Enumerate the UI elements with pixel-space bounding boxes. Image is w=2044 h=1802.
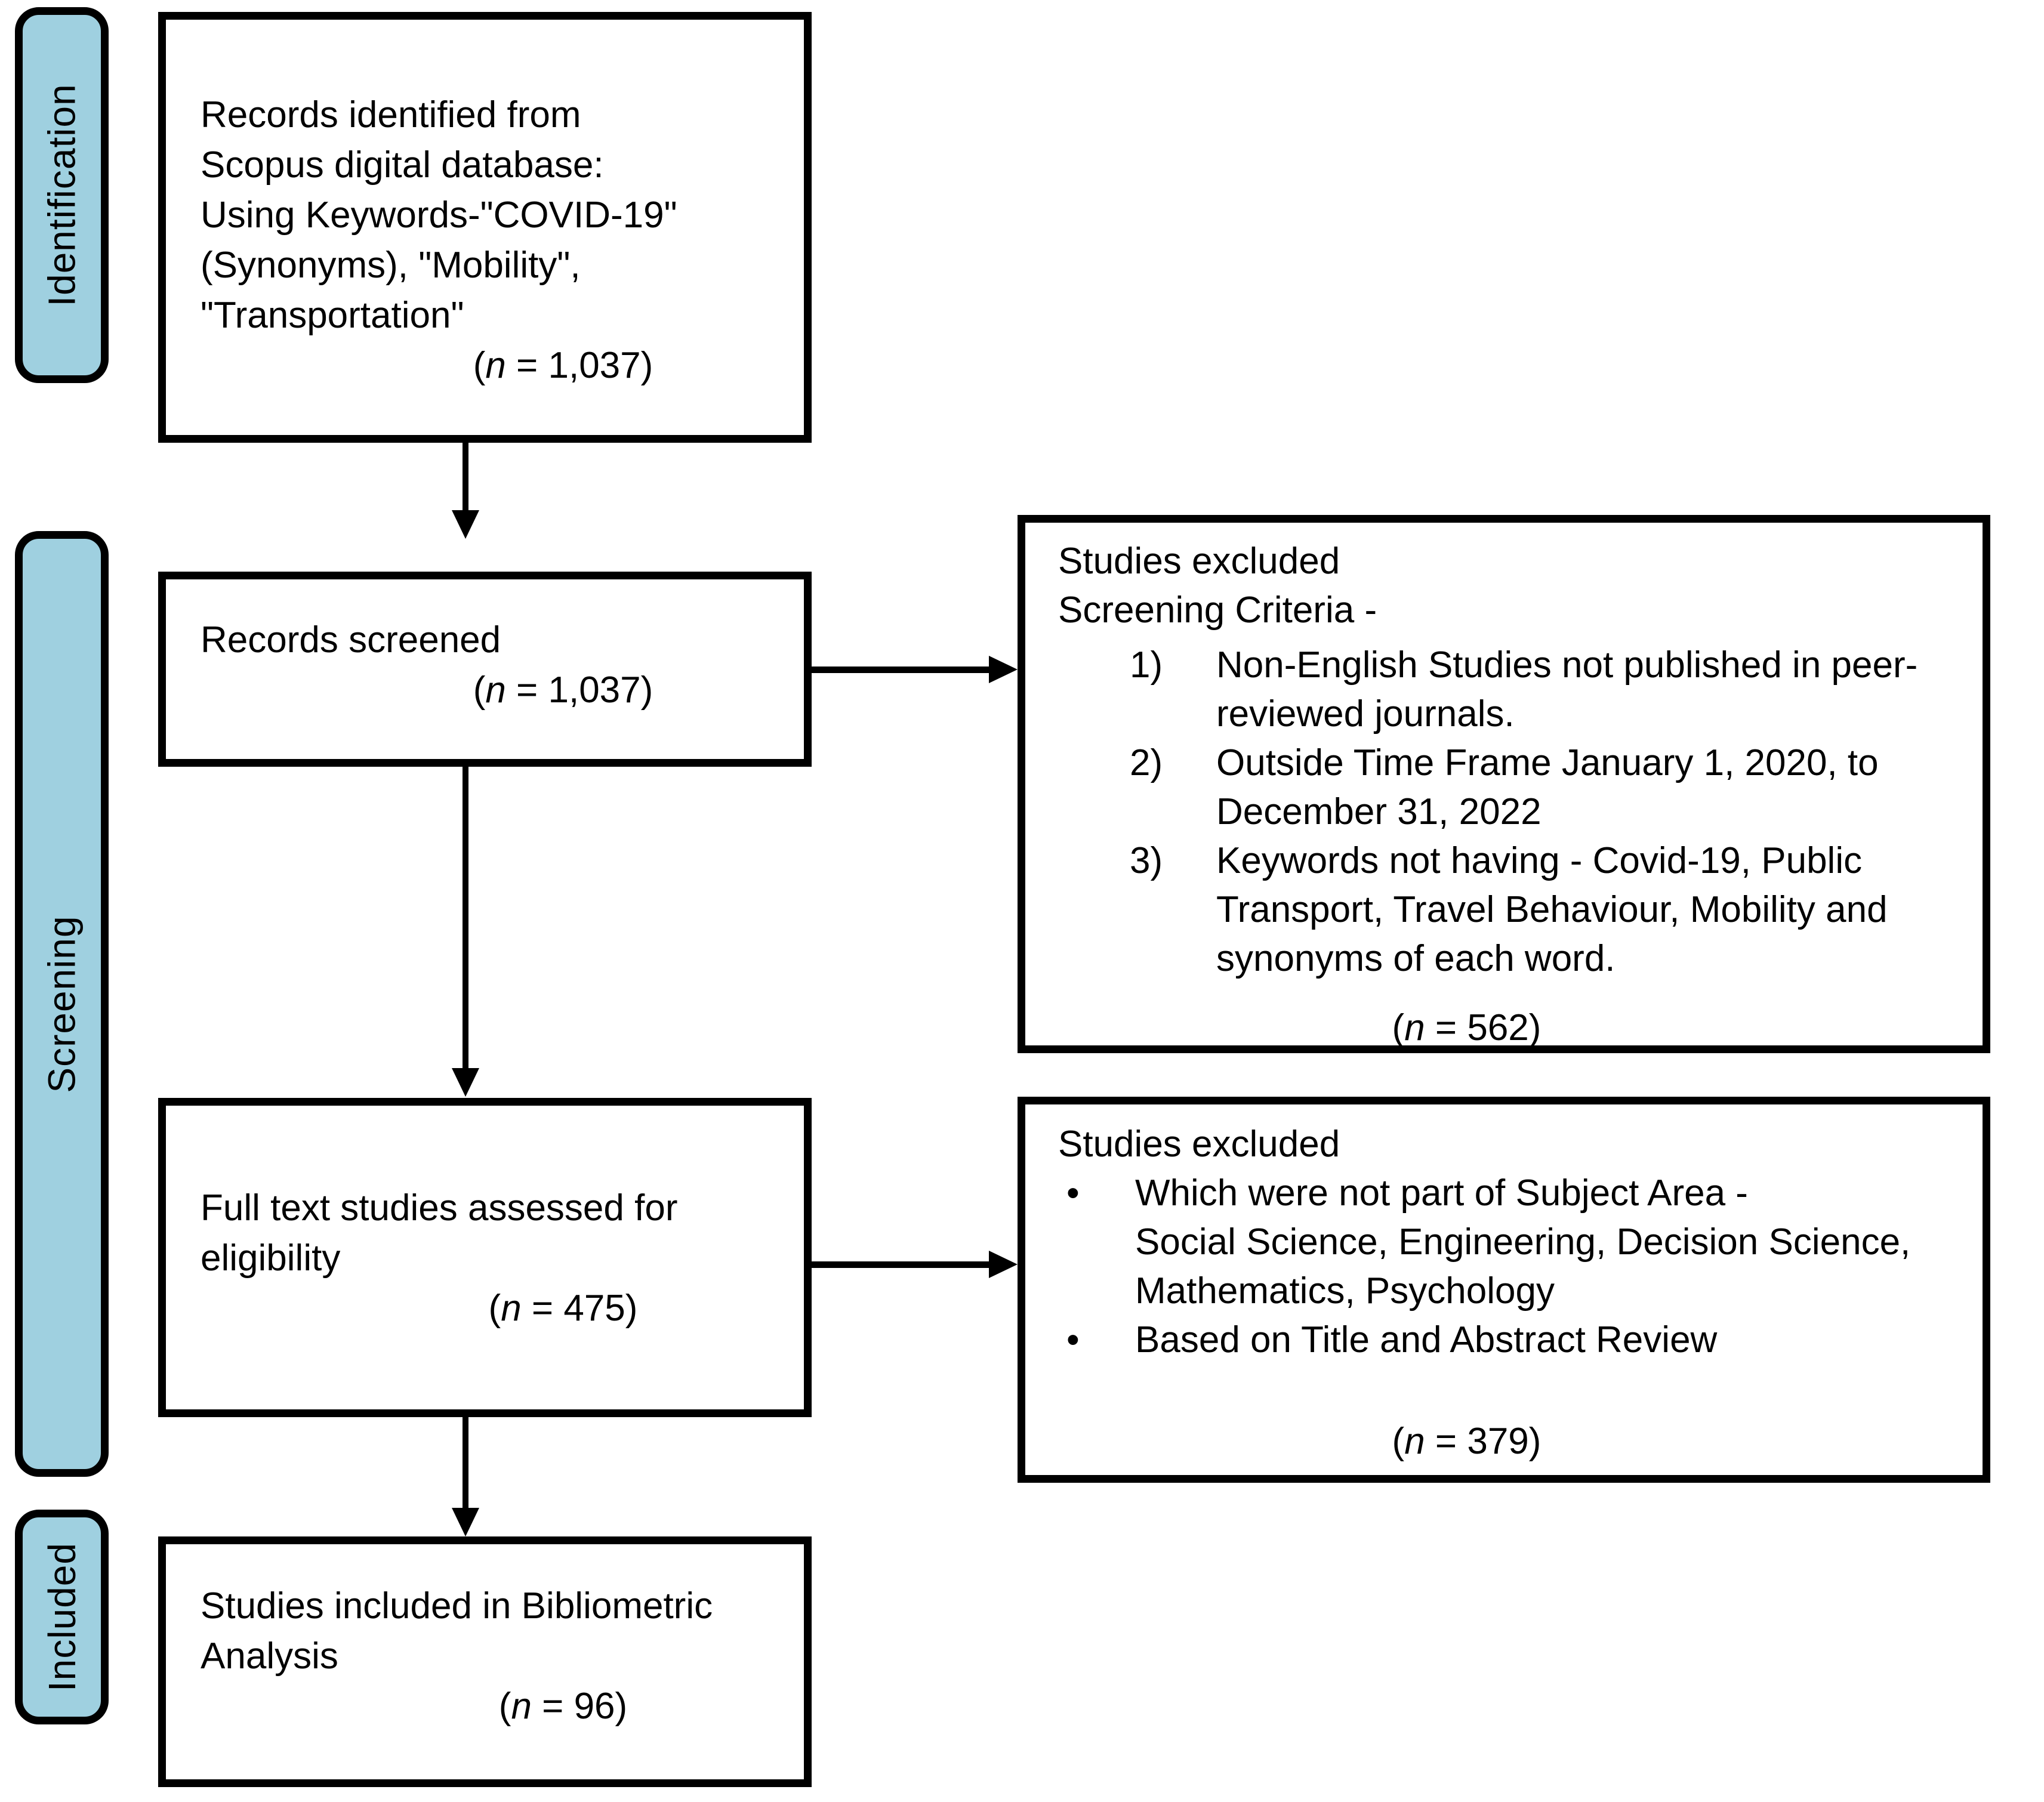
arrowhead-down-icon bbox=[452, 1068, 479, 1097]
text-line: reviewed journals. bbox=[1216, 693, 1515, 735]
list-item-text: Keywords not having - Covid-19, Public T… bbox=[1216, 837, 1959, 983]
text-line: Full text studies assessed for bbox=[201, 1187, 678, 1229]
excluded-title: Studies excluded bbox=[1058, 541, 1340, 582]
count-label: (n = 562) bbox=[1392, 1007, 1542, 1048]
text-line: December 31, 2022 bbox=[1216, 791, 1542, 832]
text-line: (Synonyms), "Mobility", bbox=[201, 245, 581, 286]
excluded-title: Studies excluded bbox=[1058, 1124, 1340, 1165]
list-item: • Based on Title and Abstract Review bbox=[1058, 1316, 1959, 1365]
count-label: (n = 1,037) bbox=[473, 345, 653, 386]
box-full-text-assessed: Full text studies assessed for eligibili… bbox=[158, 1098, 812, 1417]
arrow-screened-to-excluded-line bbox=[812, 667, 991, 673]
list-item-text: Outside Time Frame January 1, 2020, to D… bbox=[1216, 739, 1959, 837]
excluded-criteria-list: 1) Non-English Studies not published in … bbox=[1130, 641, 1959, 983]
count-label: (n = 96) bbox=[498, 1686, 628, 1727]
box-records-screened: Records screened (n = 1,037) bbox=[158, 572, 812, 767]
text-line: Transport, Travel Behaviour, Mobility an… bbox=[1216, 889, 1888, 930]
arrow-fulltext-to-excluded-line bbox=[812, 1261, 991, 1268]
text-line: Non-English Studies not published in pee… bbox=[1216, 644, 1918, 686]
arrowhead-right-icon bbox=[989, 656, 1018, 683]
arrow-screened-to-fulltext-line bbox=[463, 767, 468, 1069]
arrowhead-down-icon bbox=[452, 510, 479, 539]
box-excluded-eligibility: Studies excluded • Which were not part o… bbox=[1018, 1097, 1990, 1483]
text-line: Mathematics, Psychology bbox=[1135, 1270, 1555, 1312]
list-item-text: Based on Title and Abstract Review bbox=[1135, 1316, 1959, 1365]
text-line: Scopus digital database: bbox=[201, 144, 604, 186]
text-line: Records identified from bbox=[201, 94, 581, 135]
arrow-fulltext-to-included-line bbox=[463, 1417, 468, 1510]
arrowhead-down-icon bbox=[452, 1508, 479, 1536]
excluded-subtitle: Screening Criteria - bbox=[1058, 590, 1377, 631]
box-records-identified: Records identified from Scopus digital d… bbox=[158, 12, 812, 443]
arrowhead-right-icon bbox=[989, 1251, 1018, 1278]
text-line: synonyms of each word. bbox=[1216, 938, 1616, 979]
count-label: (n = 475) bbox=[488, 1288, 638, 1329]
text-line: Records screened bbox=[201, 619, 501, 661]
text-line: eligibility bbox=[201, 1238, 341, 1279]
stage-label-identification: Identification bbox=[15, 7, 109, 383]
list-item-number: 3) bbox=[1130, 840, 1163, 881]
list-item: 3) Keywords not having - Covid-19, Publi… bbox=[1130, 837, 1959, 983]
list-item-number: 1) bbox=[1130, 644, 1163, 686]
list-item-text: Which were not part of Subject Area - So… bbox=[1135, 1169, 1959, 1316]
stage-label-included: Included bbox=[15, 1510, 109, 1724]
text-line: Keywords not having - Covid-19, Public bbox=[1216, 840, 1863, 881]
count-label: (n = 1,037) bbox=[473, 669, 653, 711]
count-label: (n = 379) bbox=[1392, 1421, 1542, 1462]
stage-label-screening: Screening bbox=[15, 531, 109, 1477]
text-line: Using Keywords-"COVID-19" bbox=[201, 195, 677, 236]
list-item: • Which were not part of Subject Area - … bbox=[1058, 1169, 1959, 1316]
stage-label-screening-text: Screening bbox=[40, 915, 84, 1093]
list-item-number: 2) bbox=[1130, 742, 1163, 783]
box-studies-included: Studies included in Bibliometric Analysi… bbox=[158, 1536, 812, 1787]
stage-label-identification-text: Identification bbox=[40, 84, 84, 307]
text-line: Outside Time Frame January 1, 2020, to bbox=[1216, 742, 1879, 783]
text-line: Social Science, Engineering, Decision Sc… bbox=[1135, 1221, 1911, 1263]
stage-label-included-text: Included bbox=[40, 1542, 84, 1692]
text-line: Analysis bbox=[201, 1636, 338, 1677]
list-item: 2) Outside Time Frame January 1, 2020, t… bbox=[1130, 739, 1959, 837]
arrow-identified-to-screened-line bbox=[463, 443, 468, 511]
bullet-icon: • bbox=[1066, 1319, 1080, 1360]
text-line: Based on Title and Abstract Review bbox=[1135, 1319, 1718, 1360]
excluded-bullet-list: • Which were not part of Subject Area - … bbox=[1058, 1169, 1959, 1365]
text-line: "Transportation" bbox=[201, 295, 464, 336]
text-line: Studies included in Bibliometric bbox=[201, 1585, 713, 1627]
list-item: 1) Non-English Studies not published in … bbox=[1130, 641, 1959, 739]
bullet-icon: • bbox=[1066, 1172, 1080, 1214]
text-line: Which were not part of Subject Area - bbox=[1135, 1172, 1748, 1214]
list-item-text: Non-English Studies not published in pee… bbox=[1216, 641, 1959, 739]
box-excluded-screening: Studies excluded Screening Criteria - 1)… bbox=[1018, 515, 1990, 1053]
